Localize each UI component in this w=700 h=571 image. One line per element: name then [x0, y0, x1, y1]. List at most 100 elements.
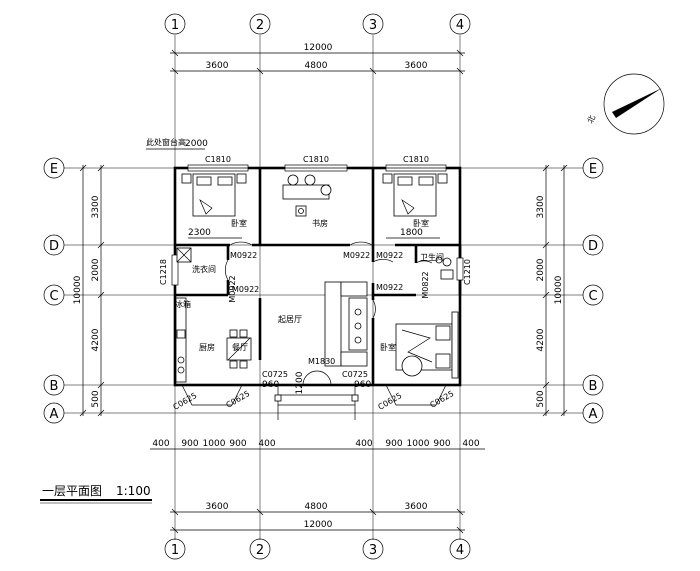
row-axis-C: C — [49, 289, 58, 304]
dim-row-1-right: 3300 — [536, 195, 546, 218]
sill-height-note: 此处窗台高 — [146, 137, 186, 147]
dim-seg-r-2: 900 — [385, 439, 402, 449]
dim-960-left: 960 — [262, 380, 279, 390]
door-swings — [224, 241, 433, 319]
dim-total-width-bottom: 12000 — [304, 520, 333, 530]
furniture-bedroom-main — [395, 311, 459, 379]
top-windows — [187, 164, 447, 172]
axis-grid — [64, 35, 583, 540]
window-label-c1810-mid: C1810 — [303, 155, 329, 164]
window-laundry — [171, 254, 179, 286]
sill-height-value: 2000 — [185, 139, 208, 149]
row-axis-E: E — [50, 162, 58, 177]
row-axis-C-right: C — [588, 289, 597, 304]
row-axis-B: B — [50, 379, 59, 394]
col-axis-3-bottom: 3 — [369, 543, 377, 558]
col-axis-4-bottom: 4 — [456, 543, 464, 558]
door-label-bed-right: M0922 — [376, 251, 403, 260]
furniture-bedroom-right — [382, 173, 448, 217]
bottom-dimensions: 3600 4800 3600 12000 400 900 1000 900 40… — [150, 439, 485, 534]
window-label-front-left: C0725 — [262, 370, 288, 379]
row-axis-A-right: A — [589, 407, 598, 422]
fixtures-bath — [435, 256, 454, 280]
row-axis-bubbles-right: E D C B A — [582, 157, 604, 424]
dim-seg-r-4: 900 — [433, 439, 450, 449]
fixtures-kitchen — [175, 297, 187, 383]
dim-1200: 1200 — [295, 371, 305, 394]
dim-total-width-top: 12000 — [304, 43, 333, 53]
room-bedroom-left: 卧室 — [231, 218, 247, 228]
bay-label-l1: C0625 — [172, 391, 199, 412]
row-axis-A: A — [50, 407, 59, 422]
row-axis-B-right: B — [589, 379, 598, 394]
dim-seg-l-3: 1000 — [203, 439, 226, 449]
col-axis-4: 4 — [456, 18, 464, 33]
col-axis-2: 2 — [256, 18, 264, 33]
dim-row-3-right: 4200 — [536, 328, 546, 351]
dim-span-3-bottom: 3600 — [405, 502, 428, 512]
column-axis-bubbles-top: 1 2 3 4 — [164, 13, 471, 35]
window-label-laundry: C1218 — [159, 259, 168, 285]
room-study: 书房 — [312, 218, 328, 228]
col-axis-1: 1 — [171, 18, 179, 33]
dim-row-4-right: 500 — [536, 390, 546, 407]
dim-seg-r-5: 400 — [462, 439, 479, 449]
dim-seg-l-2: 900 — [181, 439, 198, 449]
dim-seg-l-4: 900 — [229, 439, 246, 449]
door-label-bed-main: M0922 — [376, 283, 403, 292]
dim-seg-r-1: 400 — [355, 439, 372, 449]
row-axis-D: D — [49, 239, 59, 254]
furniture-living — [324, 281, 368, 367]
door-label-bed-left: M0922 — [230, 251, 257, 260]
window-label-c1810-left: C1810 — [205, 155, 231, 164]
dim-1800: 1800 — [400, 228, 423, 238]
col-axis-2-bottom: 2 — [256, 543, 264, 558]
row-axis-E-right: E — [589, 162, 597, 177]
dim-total-depth-left: 10000 — [73, 275, 83, 304]
col-axis-1-bottom: 1 — [171, 543, 179, 558]
dim-row-4-left: 500 — [91, 390, 101, 407]
fixtures-laundry — [176, 247, 192, 263]
room-living: 起居厅 — [278, 315, 302, 324]
door-label-study: M0922 — [343, 251, 370, 260]
door-label-main: M1830 — [308, 357, 335, 366]
dim-span-3-top: 3600 — [405, 61, 428, 71]
door-label-laundry-2: M0922 — [232, 285, 259, 294]
room-laundry: 洗衣间 — [192, 264, 216, 274]
room-kitchen: 厨房 — [199, 342, 215, 352]
dim-2300: 2300 — [188, 228, 211, 238]
north-arrow — [603, 73, 665, 135]
row-axis-bubbles-left: E D C B A — [43, 157, 65, 424]
drawing-scale: 1:100 — [116, 484, 151, 498]
col-axis-3: 3 — [369, 18, 377, 33]
room-dining: 餐厅 — [232, 343, 248, 352]
room-bedroom-right: 卧室 — [413, 218, 429, 228]
column-axis-bubbles-bottom: 1 2 3 4 — [164, 538, 471, 560]
bay-windows — [181, 384, 447, 406]
bay-label-l2: C0625 — [225, 389, 252, 410]
dim-span-2-top: 4800 — [305, 61, 328, 71]
dim-seg-r-3: 1000 — [407, 439, 430, 449]
north-label: 北 — [586, 114, 598, 125]
drawing-title: 一层平面图 — [42, 484, 102, 498]
front-entrance — [274, 370, 359, 420]
dim-seg-l-1: 400 — [152, 439, 169, 449]
top-dimensions: 12000 3600 4800 3600 — [170, 43, 465, 75]
window-label-front-right: C0725 — [342, 370, 368, 379]
dim-row-3-left: 4200 — [91, 328, 101, 351]
door-label-laundry: M0922 — [228, 275, 237, 302]
furniture-study — [282, 174, 332, 217]
room-bedroom-main: 卧室 — [380, 342, 396, 352]
window-bath — [456, 257, 464, 281]
dim-row-2-right: 2000 — [536, 258, 546, 281]
dim-span-2-bottom: 4800 — [305, 502, 328, 512]
left-dimensions: 10000 3300 2000 4200 500 — [73, 164, 105, 417]
furniture-bedroom-left — [181, 173, 247, 217]
dim-row-1-left: 3300 — [91, 195, 101, 218]
room-bath: 卫生间 — [420, 252, 444, 262]
bay-label-r2: C0625 — [429, 389, 456, 410]
dim-span-1-bottom: 3600 — [206, 502, 229, 512]
door-label-bath: M0822 — [421, 271, 430, 298]
room-fridge: 冰箱 — [175, 299, 191, 309]
